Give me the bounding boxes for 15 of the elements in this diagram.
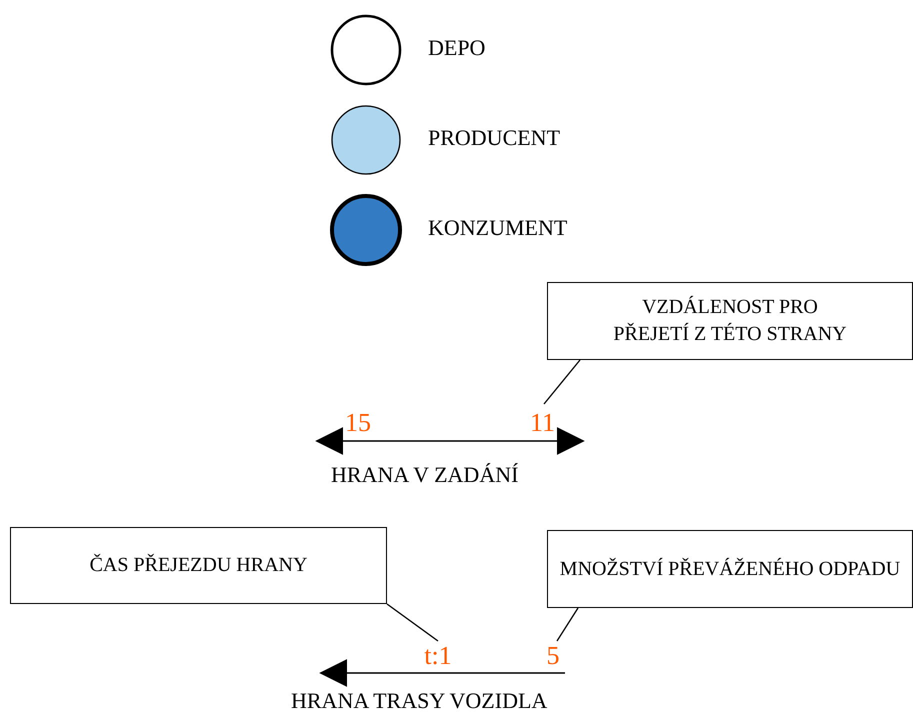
callout-number: 11 <box>525 404 560 438</box>
legend-label: PRODUCENT <box>428 125 560 151</box>
callout-number: 5 <box>542 641 564 671</box>
caption: HRANA V ZADÁNÍ <box>331 462 518 488</box>
leader-line <box>544 360 580 404</box>
callout-box: ČAS PŘEJEZDU HRANY <box>10 527 387 604</box>
legend-label: DEPO <box>428 35 486 61</box>
edge-value: 15 <box>345 408 371 438</box>
leader-line <box>386 603 438 642</box>
callout-box: VZDÁLENOST PRO PŘEJETÍ Z TÉTO STRANY <box>547 282 913 360</box>
caption: HRANA TRASY VOZIDLA <box>291 688 548 714</box>
callout-box: MNOŽSTVÍ PŘEVÁŽENÉHO ODPADU <box>547 530 913 608</box>
leader-line <box>556 608 579 642</box>
callout-number: t:1 <box>414 641 462 671</box>
legend-label: KONZUMENT <box>428 215 568 241</box>
